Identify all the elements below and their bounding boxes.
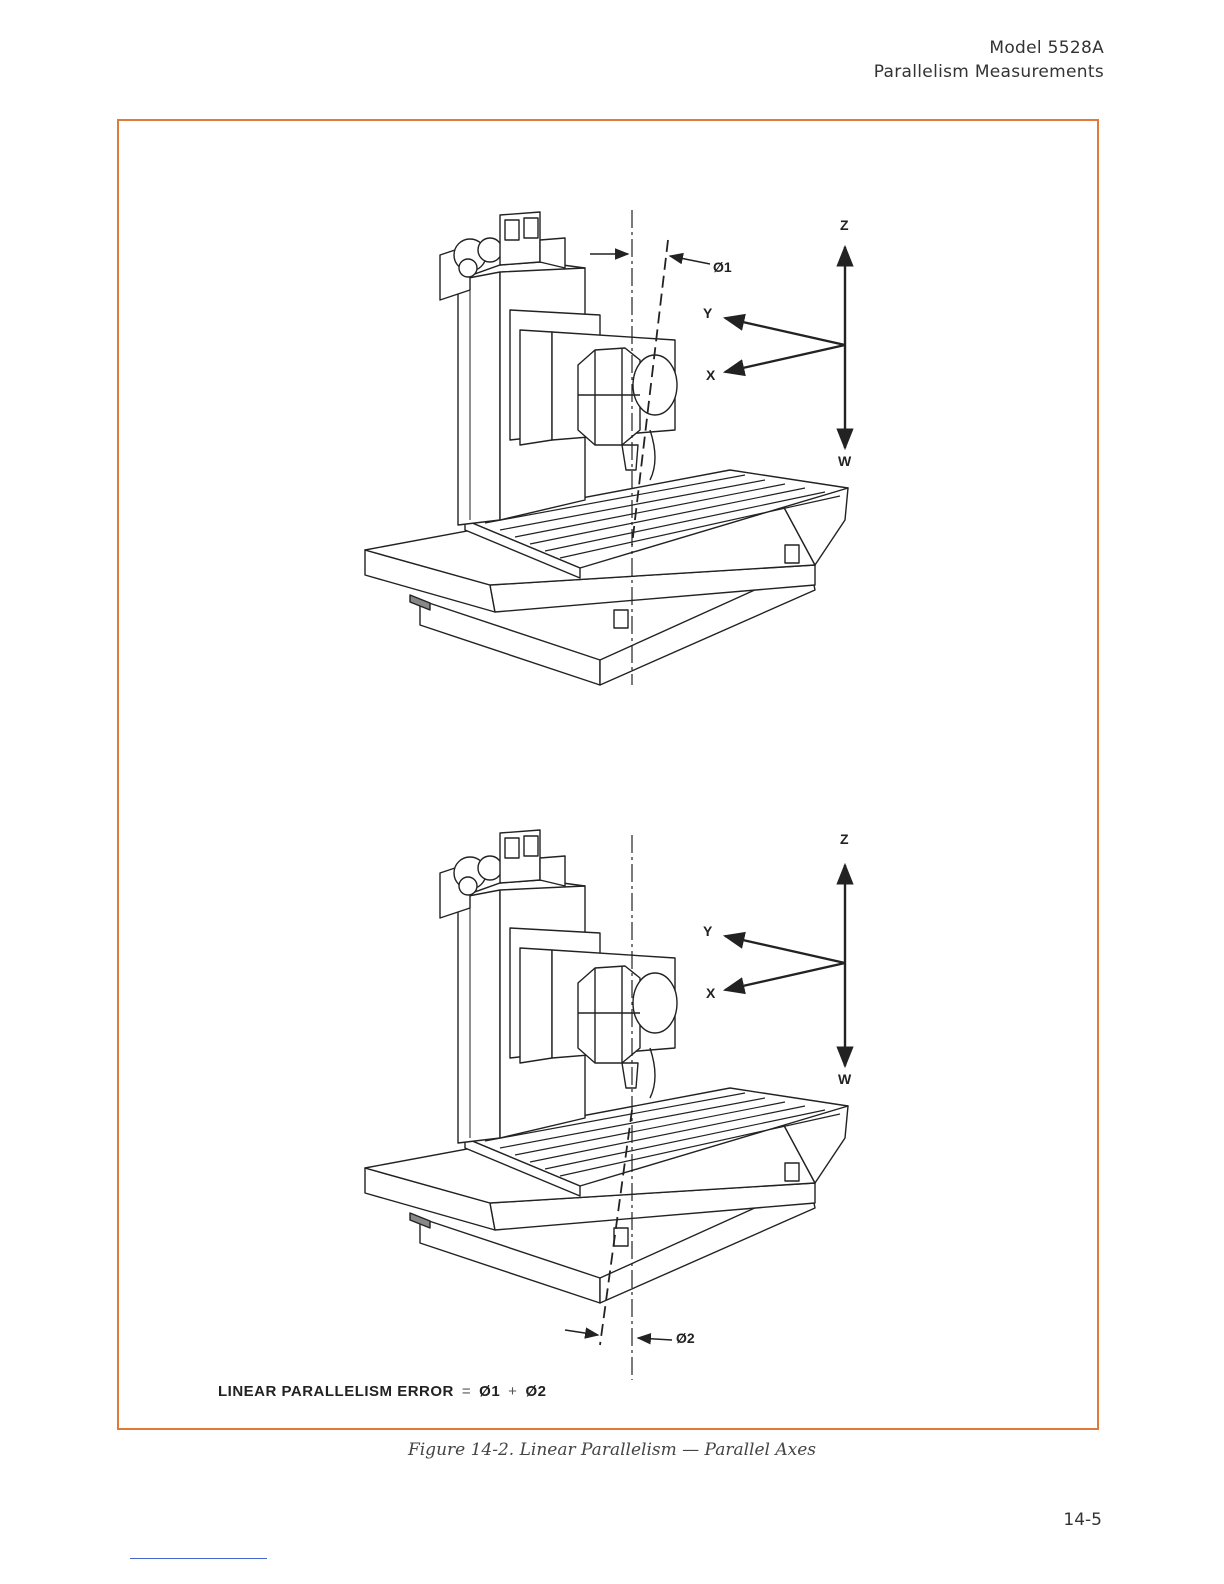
angle1-arrow-right	[670, 256, 710, 264]
axis-label-w-top: W	[838, 453, 852, 469]
coordinate-axes-top	[725, 247, 845, 448]
angle2-arrow-left	[565, 1330, 598, 1335]
page-number: 14-5	[1063, 1510, 1102, 1530]
error-formula-plus: +	[508, 1383, 517, 1400]
angle-label-2: Ø2	[676, 1330, 695, 1346]
axis-label-z-top: Z	[840, 217, 849, 233]
bottom-machine-drawing	[365, 830, 848, 1303]
axis-label-w-bottom: W	[838, 1071, 852, 1087]
error-formula-label: LINEAR PARALLELISM ERROR	[218, 1383, 454, 1400]
axis-label-z-bottom: Z	[840, 831, 849, 847]
top-machine-drawing	[365, 212, 848, 685]
axis-label-y-top: Y	[703, 305, 713, 321]
axis-label-y-bottom: Y	[703, 923, 713, 939]
error-formula-term1: Ø1	[479, 1383, 500, 1400]
footer-rule	[130, 1558, 267, 1559]
error-formula-equals: =	[462, 1383, 471, 1400]
error-formula: LINEAR PARALLELISM ERROR = Ø1 + Ø2	[218, 1383, 546, 1400]
angle2-arrow-right	[638, 1338, 672, 1340]
axis-label-x-top: X	[706, 367, 716, 383]
coordinate-axes-bottom	[725, 865, 845, 1066]
error-formula-term2: Ø2	[525, 1383, 546, 1400]
angle-label-1: Ø1	[713, 259, 732, 275]
axis-label-x-bottom: X	[706, 985, 716, 1001]
figure-caption: Figure 14-2. Linear Parallelism — Parall…	[0, 1440, 1224, 1460]
